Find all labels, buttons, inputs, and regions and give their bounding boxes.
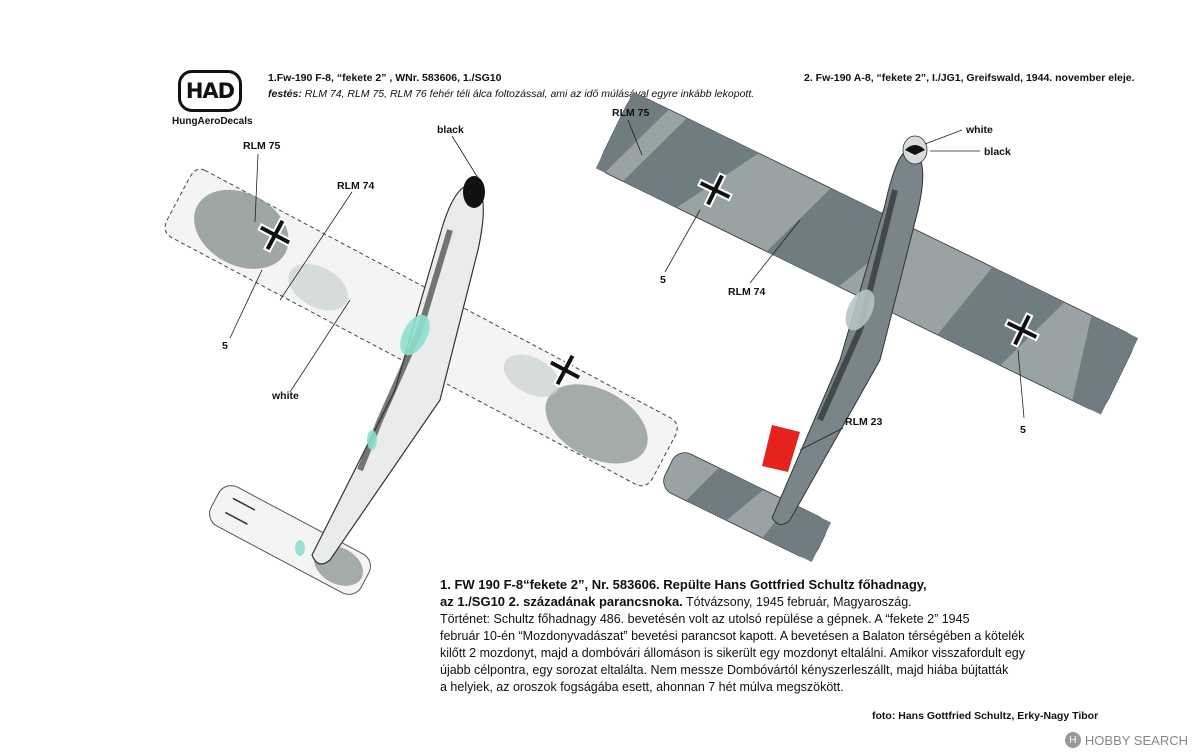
watermark-text: HOBBY SEARCH <box>1084 732 1188 748</box>
desc-line-2-bold: az 1./SG10 2. századának parancsnoka. <box>440 594 683 609</box>
plane1-label-white: white <box>272 390 299 402</box>
plane2-header: 2. Fw-190 A-8, “fekete 2”, I./JG1, Greif… <box>804 72 1135 84</box>
desc-line-6: újabb célpontra, egy sorozat eltalálta. … <box>440 663 1009 677</box>
had-logo: HAD <box>178 70 242 112</box>
plane1-drawing <box>164 135 678 595</box>
hobby-search-logo-icon: H <box>1064 732 1081 748</box>
plane2-label-black: black <box>984 146 1011 158</box>
plane2-label-five-left: 5 <box>660 274 666 286</box>
desc-line-3: Történet: Schultz főhadnagy 486. bevetés… <box>440 612 970 626</box>
desc-line-2-rest: Tótvázsony, 1945 február, Magyaroszág. <box>682 595 912 609</box>
plane2-drawing <box>595 91 1139 563</box>
plane2-label-five-right: 5 <box>1020 424 1026 436</box>
history-description: 1. FW 190 F-8“fekete 2”, Nr. 583606. Rep… <box>440 576 1160 696</box>
plane2-label-rlm23: RLM 23 <box>845 416 883 428</box>
plane2-label-rlm74: RLM 74 <box>728 286 766 298</box>
plane1-label-five: 5 <box>222 340 228 352</box>
desc-line-5: kilőtt 2 mozdonyt, majd a dombóvári állo… <box>440 646 1025 660</box>
watermark: H HOBBY SEARCH <box>1064 732 1188 748</box>
logo-subtitle: HungAeroDecals <box>172 116 253 127</box>
plane1-label-black: black <box>437 124 464 136</box>
desc-line-7: a helyiek, az oroszok fogságába esett, a… <box>440 680 844 694</box>
logo-mark: HAD <box>185 79 235 103</box>
desc-line-1: 1. FW 190 F-8“fekete 2”, Nr. 583606. Rep… <box>440 577 927 592</box>
plane2-label-white: white <box>966 124 993 136</box>
plane1-fuselage <box>311 184 484 565</box>
plane1-label-rlm74: RLM 74 <box>337 180 375 192</box>
plane1-spinner <box>463 176 485 208</box>
plane2-red-band <box>762 425 800 472</box>
desc-line-2: az 1./SG10 2. századának parancsnoka. Tó… <box>440 593 1160 611</box>
plane1-header: 1.Fw-190 F-8, “fekete 2” , WNr. 583606, … <box>268 72 502 84</box>
plane1-label-rlm75: RLM 75 <box>243 140 281 152</box>
photo-credit: foto: Hans Gottfried Schultz, Erky-Nagy … <box>872 710 1099 722</box>
plane2-fuselage <box>771 149 924 525</box>
desc-line-4: február 10-én “Mozdonyvadászat” bevetési… <box>440 629 1025 643</box>
plane2-label-rlm75: RLM 75 <box>612 107 650 119</box>
scheme-prefix: festés: <box>268 88 302 100</box>
